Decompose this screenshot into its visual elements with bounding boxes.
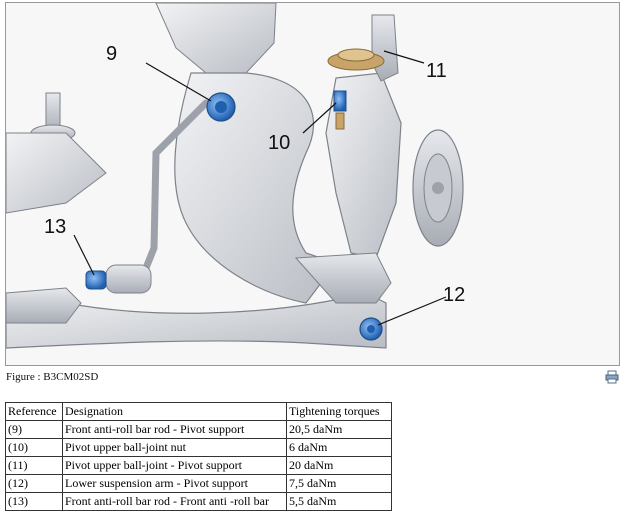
figure-illustration: 9 11 10 12 13 bbox=[5, 2, 620, 366]
cell-torque: 5,5 daNm bbox=[286, 492, 392, 511]
cell-torque: 7,5 daNm bbox=[286, 474, 392, 493]
table-row: (12) Lower suspension arm - Pivot suppor… bbox=[5, 474, 392, 493]
cell-reference: (13) bbox=[5, 492, 63, 511]
cell-torque: 20 daNm bbox=[286, 456, 392, 475]
cell-torque: 20,5 daNm bbox=[286, 420, 392, 439]
header-reference: Reference bbox=[5, 402, 63, 421]
print-icon[interactable] bbox=[605, 370, 619, 384]
callout-13: 13 bbox=[44, 216, 66, 238]
cell-torque: 6 daNm bbox=[286, 438, 392, 457]
callout-9: 9 bbox=[106, 43, 117, 65]
cell-designation: Lower suspension arm - Pivot support bbox=[62, 474, 287, 493]
cell-designation: Front anti-roll bar rod - Pivot support bbox=[62, 420, 287, 439]
table-row: (9) Front anti-roll bar rod - Pivot supp… bbox=[5, 420, 392, 439]
cell-designation: Front anti-roll bar rod - Front anti -ro… bbox=[62, 492, 287, 511]
table-header-row: Reference Designation Tightening torques bbox=[5, 402, 392, 421]
header-designation: Designation bbox=[62, 402, 287, 421]
suspension-drawing: 9 11 10 12 13 bbox=[6, 3, 465, 349]
torque-table: Reference Designation Tightening torques… bbox=[5, 402, 392, 511]
callout-11: 11 bbox=[426, 60, 447, 82]
callout-10: 10 bbox=[268, 132, 290, 154]
cell-reference: (11) bbox=[5, 456, 63, 475]
cell-designation: Pivot upper ball-joint - Pivot support bbox=[62, 456, 287, 475]
figure-caption: Figure : B3CM02SD bbox=[6, 371, 99, 383]
header-tightening-torques: Tightening torques bbox=[286, 402, 392, 421]
cell-designation: Pivot upper ball-joint nut bbox=[62, 438, 287, 457]
table-row: (10) Pivot upper ball-joint nut 6 daNm bbox=[5, 438, 392, 457]
cell-reference: (12) bbox=[5, 474, 63, 493]
table-row: (13) Front anti-roll bar rod - Front ant… bbox=[5, 492, 392, 511]
cell-reference: (9) bbox=[5, 420, 63, 439]
callout-12: 12 bbox=[443, 284, 465, 306]
table-row: (11) Pivot upper ball-joint - Pivot supp… bbox=[5, 456, 392, 475]
cell-reference: (10) bbox=[5, 438, 63, 457]
